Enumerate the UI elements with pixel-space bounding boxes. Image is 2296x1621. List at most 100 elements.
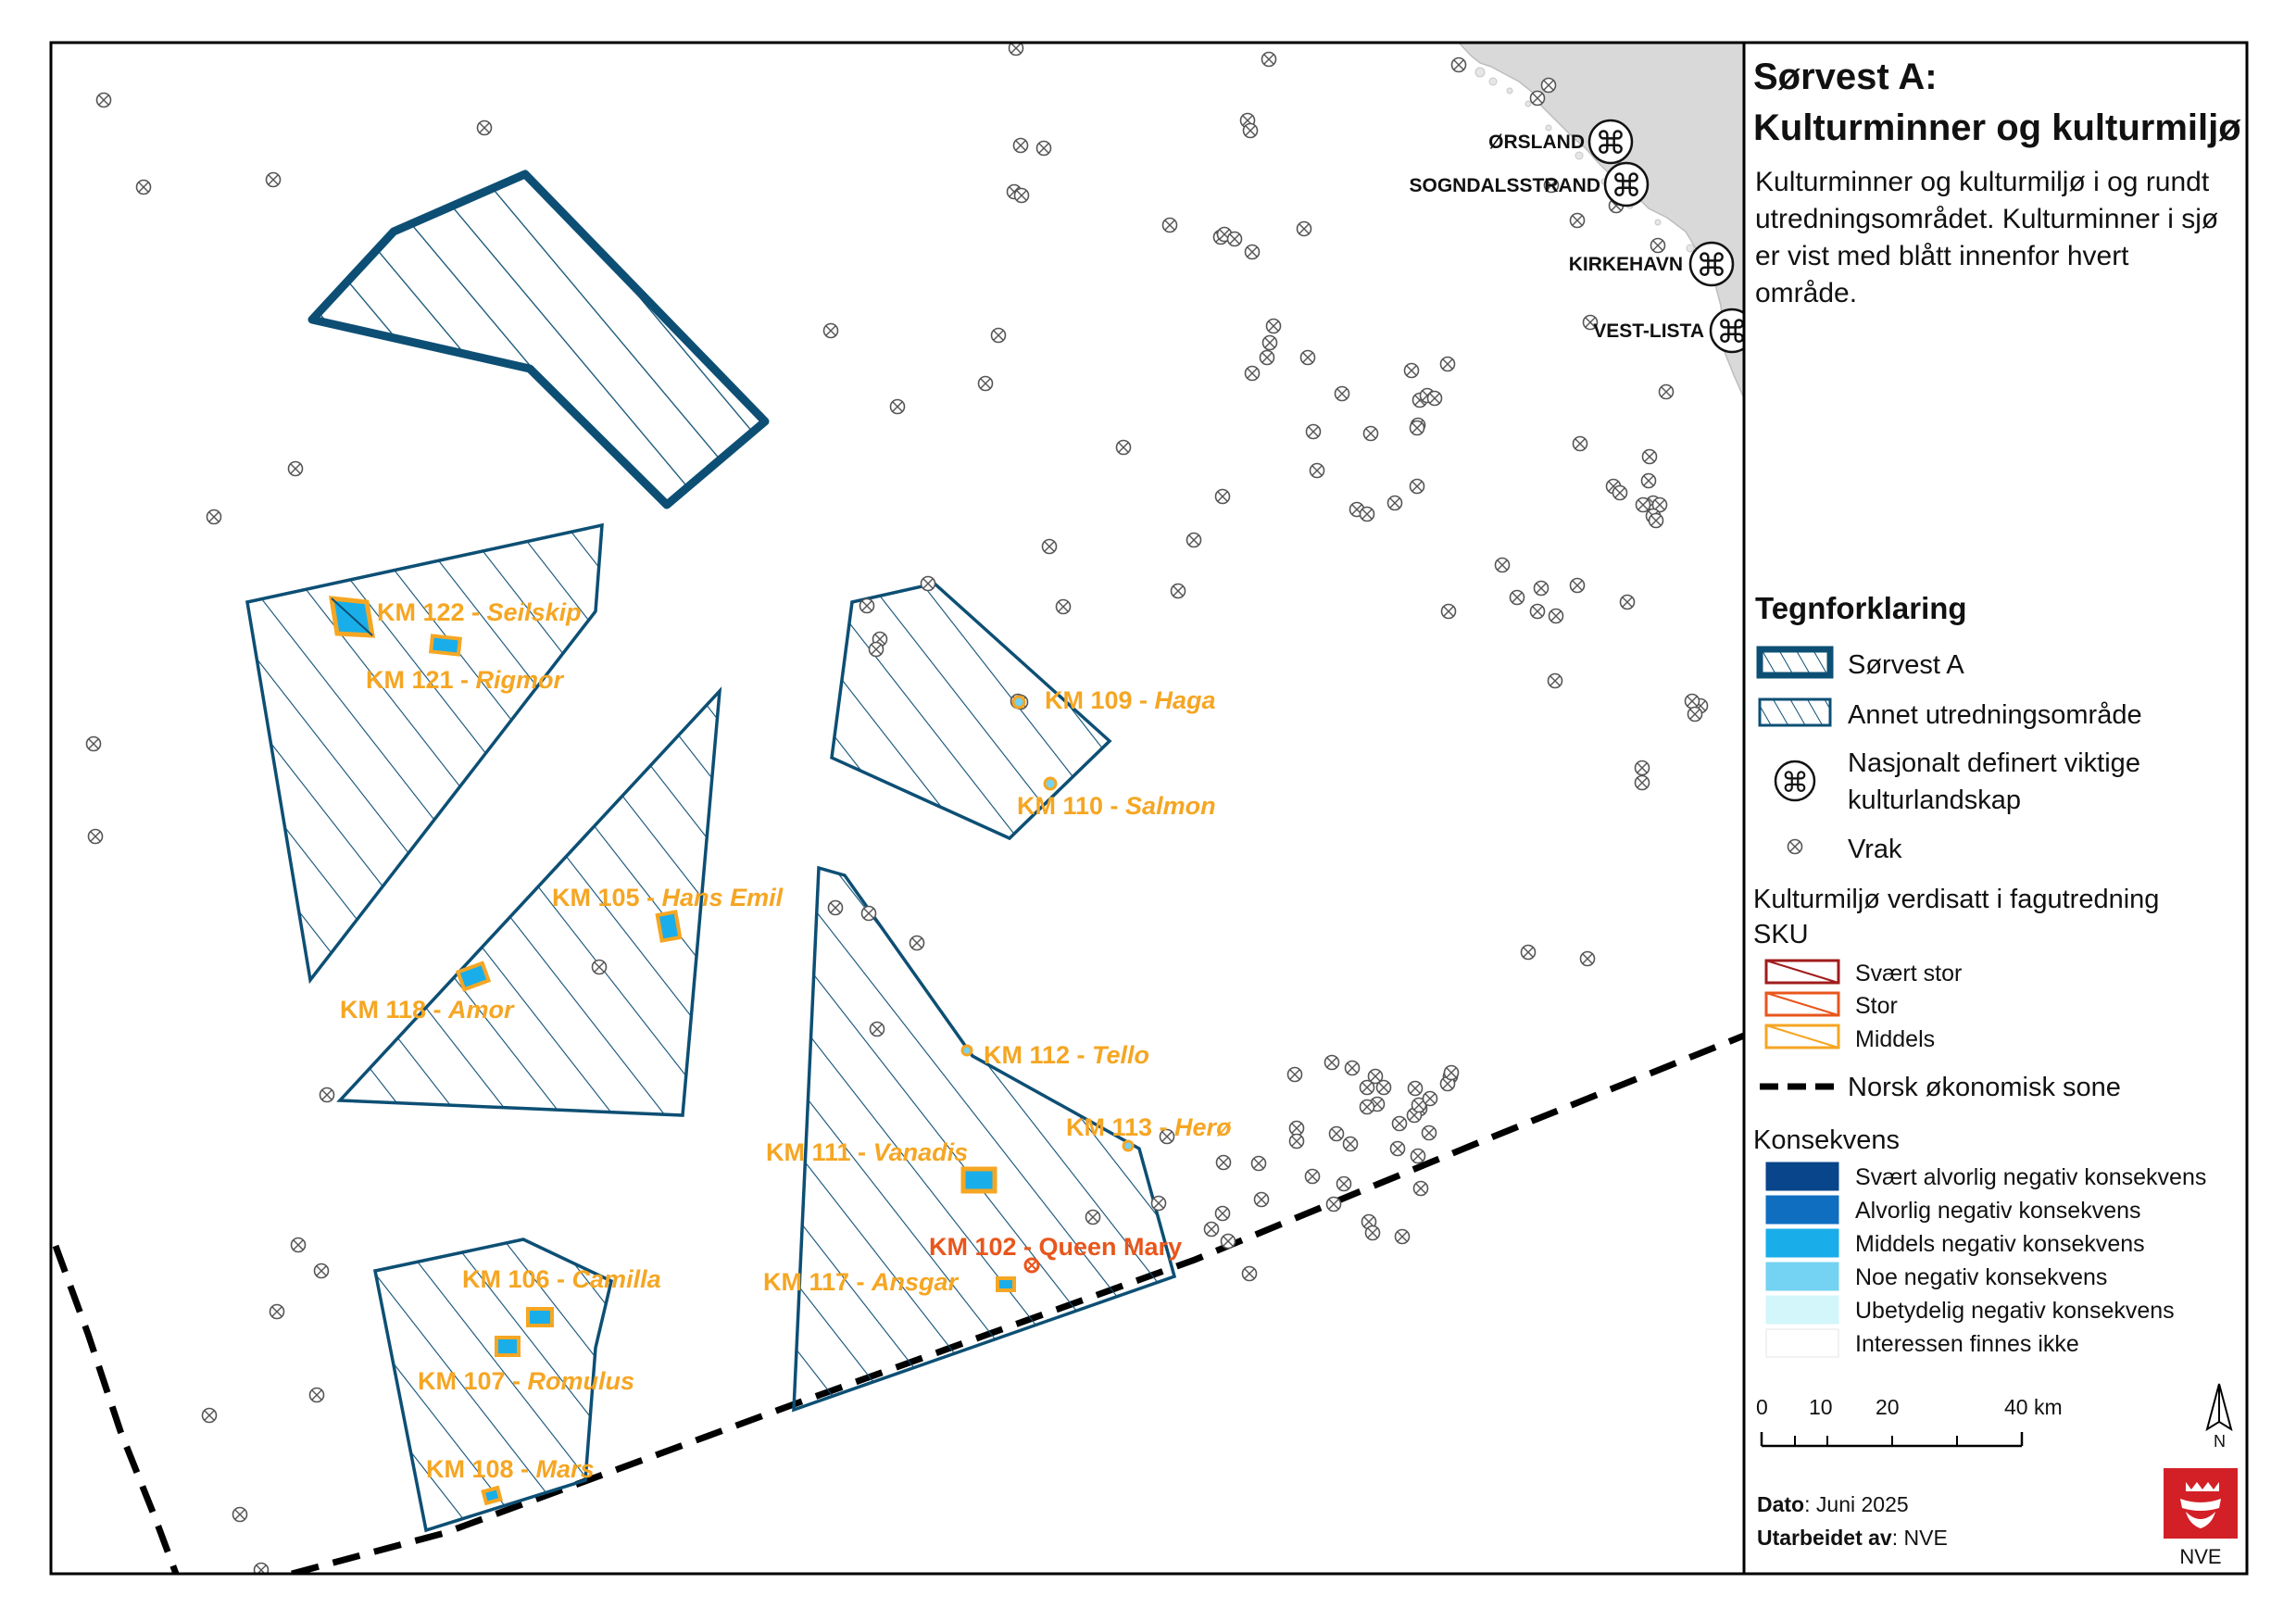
wreck-icon: [1244, 244, 1261, 260]
wreck-icon: [1634, 774, 1650, 791]
wreck-icon: [1342, 1136, 1359, 1152]
legend-konsekvens-heading: Konsekvens: [1753, 1125, 1900, 1155]
wreck-icon: [1634, 760, 1650, 776]
wreck-icon: [591, 959, 608, 975]
wreck-icon: [1220, 1233, 1236, 1250]
legend-wreck-icon: [1787, 838, 1803, 855]
wreck-icon: [1012, 137, 1029, 154]
cultural-landscape-icon: ⌘: [1603, 161, 1650, 207]
monument-symbols: [329, 596, 1135, 1506]
other-study-areas: [245, 522, 1177, 1533]
legend-konsekvens-label: Ubetydelig negativ konsekvens: [1855, 1298, 2175, 1324]
wreck-icon: [1325, 1196, 1342, 1213]
area-west-upper: [245, 522, 604, 985]
place-label-vest-lista: VEST-LISTA: [1593, 320, 1704, 342]
wreck-icon: [1572, 435, 1588, 452]
wreck-icon: [889, 398, 906, 415]
legend-label-kulturlandskap-2: kulturlandskap: [1848, 785, 2021, 815]
wreck-icon: [1261, 51, 1277, 68]
cultural-landscape-icon: ⌘: [1709, 308, 1744, 354]
wreck-icon: [1170, 583, 1186, 599]
label-km121: KM 121 - Rigmor: [366, 666, 565, 694]
svg-text:⌘: ⌘: [1696, 248, 1727, 283]
wreck-icon: [1215, 1154, 1232, 1171]
wreck-icon: [1085, 1209, 1101, 1225]
wreck-icon: [1619, 594, 1636, 610]
label-km113: KM 113 - Herø: [1066, 1113, 1232, 1141]
wreck-icon: [476, 119, 493, 136]
wreck-icon: [1640, 472, 1657, 489]
wreck-icon: [868, 641, 885, 658]
legend-konsekvens-swatch: [1765, 1228, 1839, 1258]
wreck-icon: [1035, 140, 1052, 157]
wreck-icon: [1309, 462, 1325, 479]
monument-km110: [1043, 776, 1058, 791]
wreck-icon: [1529, 603, 1546, 620]
wreck-icon: [1364, 1225, 1381, 1241]
wreck-icon: [1582, 314, 1599, 331]
wreck-icon: [1214, 1205, 1231, 1222]
wreck-icon: [85, 735, 102, 752]
wreck-icon: [1520, 944, 1537, 961]
wreck-icon: [1658, 383, 1675, 400]
wreck-icon: [1115, 439, 1132, 456]
wreck-icon: [1407, 1080, 1424, 1097]
legend-label-sorvest-a: Sørvest A: [1848, 650, 1964, 680]
label-km105: KM 105 - Hans Emil: [552, 884, 784, 911]
label-km122: KM 122 - Seilskip: [377, 598, 582, 626]
north-arrow: N: [2205, 1383, 2233, 1451]
legend-label-svaert-stor: Svært stor: [1855, 961, 1962, 986]
label-km109: KM 109 - Haga: [1045, 686, 1216, 714]
legend-konsekvens-swatch: [1765, 1262, 1839, 1291]
legend-kulturmiljo-heading-1: Kulturmiljø verdisatt i fagutredning: [1753, 885, 2159, 914]
wreck-icon: [319, 1087, 335, 1103]
wreck-icon: [265, 171, 282, 188]
place-label-kirkehavn: KIRKEHAVN: [1569, 254, 1683, 275]
wreck-icon: [1259, 349, 1275, 366]
wreck-icon: [1391, 1115, 1408, 1132]
wreck-icon: [920, 575, 936, 592]
wreck-icon: [1241, 1265, 1258, 1282]
label-km102: KM 102 - Queen Mary: [929, 1233, 1182, 1261]
wreck-icon: [1288, 1133, 1305, 1150]
wreck-icon: [1548, 608, 1564, 624]
wreck-icon: [1161, 217, 1178, 233]
wreck-icon: [1394, 1228, 1411, 1245]
wreck-icon: [1336, 1175, 1352, 1192]
legend-value-svaert-stor: [1764, 959, 1840, 985]
wreck-icon: [232, 1506, 248, 1523]
legend-label-kulturlandskap-1: Nasjonalt definert viktige: [1848, 748, 2140, 778]
legend-label-middels: Middels: [1855, 1026, 1935, 1052]
scale-tick-20: 20: [1876, 1395, 1900, 1419]
label-km107: KM 107 - Romulus: [418, 1367, 634, 1395]
monument-km105: [655, 910, 683, 943]
wreck-icon: [1410, 1148, 1426, 1164]
wreck-icon: [859, 597, 875, 614]
wreck-icon: [1334, 385, 1350, 402]
monument-km107: [495, 1336, 521, 1357]
svg-text:⌘: ⌘: [1611, 169, 1642, 204]
monument-km121: [428, 634, 462, 657]
label-km106: KM 106 - Camilla: [462, 1265, 661, 1293]
wreck-icon: [308, 1387, 325, 1403]
monument-km113: [1122, 1139, 1135, 1152]
label-km110: KM 110 - Salmon: [1017, 792, 1216, 820]
legend-konsekvens-label: Middels negativ konsekvens: [1855, 1231, 2145, 1257]
wreck-icon: [290, 1237, 307, 1253]
legend-label-economic-zone: Norsk økonomisk sone: [1848, 1073, 2121, 1102]
wreck-icon: [1304, 1168, 1321, 1185]
wreck-icon: [1296, 220, 1312, 237]
label-km117: KM 117 - Ansgar: [763, 1268, 960, 1296]
wreck-icon: [1359, 506, 1375, 522]
wreck-icon: [1328, 1125, 1345, 1142]
wreck-icon: [1648, 512, 1664, 529]
wreck-icon: [1203, 1221, 1220, 1238]
wreck-icon: [1375, 1079, 1392, 1096]
monument-labels: KM 122 - Seilskip KM 121 - Rigmor KM 109…: [340, 598, 1232, 1483]
cultural-landscape-markers: ⌘ ⌘ ⌘ ⌘: [1587, 119, 1744, 354]
wreck-icon: [1547, 672, 1563, 689]
wreck-icon: [1226, 231, 1243, 247]
legend-konsekvens-swatch: [1765, 1295, 1839, 1325]
label-km108: KM 108 - Mars: [426, 1455, 595, 1483]
legend-konsekvens-label: Interessen finnes ikke: [1855, 1331, 2079, 1357]
